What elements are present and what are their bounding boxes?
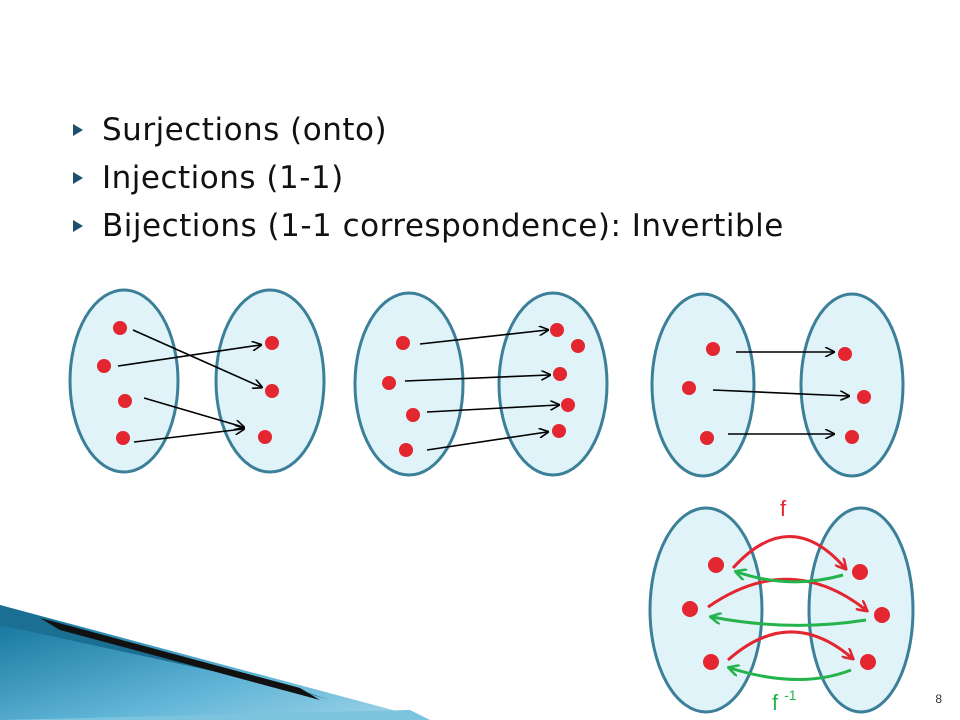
injection-diagram [353, 291, 609, 477]
arrow [132, 329, 261, 387]
inverse-arrow [737, 572, 844, 584]
point [113, 321, 127, 335]
codomain-set [497, 291, 609, 477]
bullet-injections: Injections (1-1) [72, 154, 784, 202]
triangle-bullet-icon [72, 123, 102, 137]
codomain-set [214, 288, 326, 474]
point [118, 394, 132, 408]
inverse-arrow [730, 668, 852, 681]
forward-arrow [731, 535, 845, 569]
point [708, 557, 724, 573]
bullet-bijections: Bijections (1-1 correspondence): Inverti… [72, 202, 784, 250]
arrow [419, 330, 547, 345]
arrow [404, 375, 549, 382]
point [258, 430, 272, 444]
point [399, 443, 413, 457]
arrow [426, 432, 547, 451]
arrow [117, 345, 260, 367]
point [97, 359, 111, 373]
domain-set [68, 288, 180, 474]
point [852, 564, 868, 580]
slide-number: 8 [935, 692, 942, 706]
point [550, 323, 564, 337]
inverse-label: f -1 [772, 687, 797, 715]
point [860, 654, 876, 670]
point [682, 601, 698, 617]
codomain-set [807, 506, 915, 714]
point [706, 342, 720, 356]
domain-set [650, 292, 756, 478]
point [838, 347, 852, 361]
inverse-label-base: f [772, 690, 779, 715]
bullet-text: Surjections (onto) [102, 112, 388, 148]
point [700, 431, 714, 445]
point [406, 408, 420, 422]
inverse-arrow [712, 617, 867, 627]
forward-label: f [780, 496, 787, 521]
point [874, 607, 890, 623]
bullet-text: Bijections (1-1 correspondence): Inverti… [102, 208, 784, 244]
arrow [426, 405, 558, 413]
forward-arrow [727, 630, 852, 662]
triangle-bullet-icon [72, 219, 102, 233]
point [116, 431, 130, 445]
point [265, 384, 279, 398]
bullet-surjections: Surjections (onto) [72, 106, 784, 154]
codomain-set [799, 292, 905, 478]
domain-set [353, 291, 465, 477]
surjection-diagram [68, 288, 326, 474]
bullet-list: Surjections (onto) Injections (1-1) Bije… [72, 106, 784, 250]
arrow [143, 397, 243, 427]
arrow [133, 429, 243, 443]
point [265, 336, 279, 350]
point [561, 398, 575, 412]
point [703, 654, 719, 670]
point [396, 336, 410, 350]
forward-arrow [707, 577, 866, 610]
point [857, 390, 871, 404]
point [552, 424, 566, 438]
corner-decoration [0, 605, 430, 720]
domain-set [648, 506, 764, 714]
inverse-diagram: f f -1 [648, 496, 915, 715]
bullet-text: Injections (1-1) [102, 160, 344, 196]
inverse-label-superscript: -1 [784, 687, 797, 703]
arrow [712, 389, 848, 396]
point [845, 430, 859, 444]
point [571, 339, 585, 353]
bijection-diagram [650, 292, 905, 478]
point [382, 376, 396, 390]
point [553, 367, 567, 381]
point [682, 381, 696, 395]
triangle-bullet-icon [72, 171, 102, 185]
